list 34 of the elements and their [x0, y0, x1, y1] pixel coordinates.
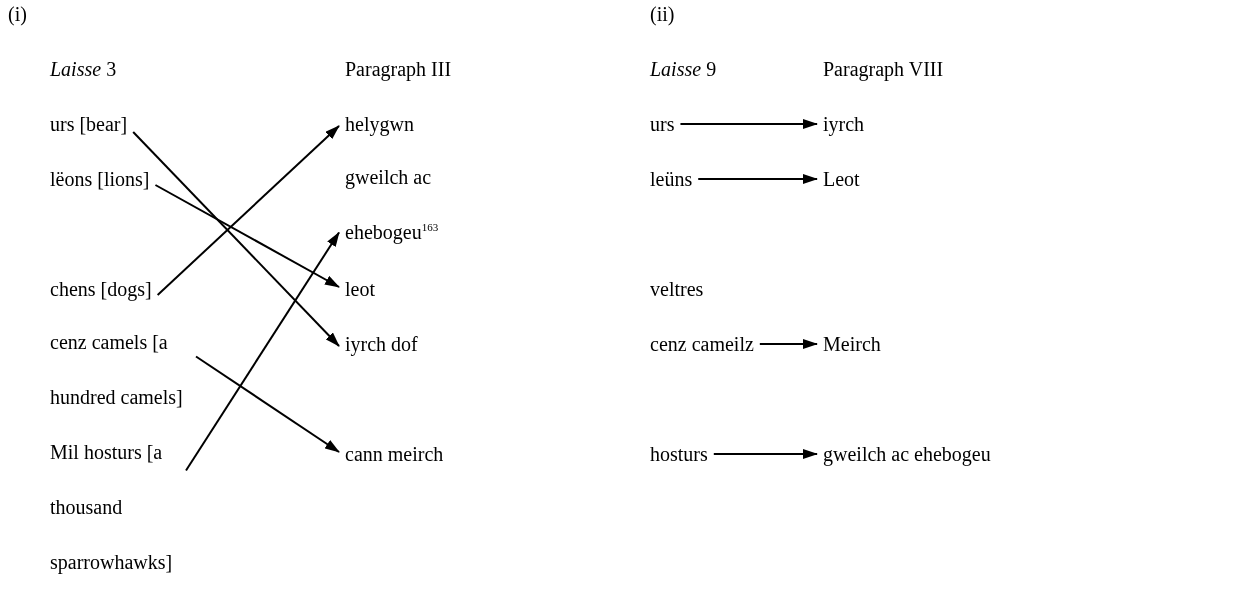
- word-entry: cenz cameilz: [650, 332, 754, 356]
- word-entry: leüns: [650, 167, 693, 191]
- word-entry: gweilch ac ehebogeu: [823, 442, 991, 466]
- arrow: [712, 449, 818, 459]
- word-entry: urs [bear]: [50, 112, 128, 136]
- word-entry: iyrch: [823, 112, 865, 136]
- word-entry: Mil hosturs [a thousand sparrowhawks]: [50, 425, 180, 590]
- arrow: [758, 339, 818, 349]
- column-heading: Laisse 3: [50, 57, 117, 81]
- word-entry: gweilch ac ehebogeu$^{163}$: [345, 150, 455, 260]
- arrow: [154, 184, 340, 288]
- panel-label: (i): [8, 2, 27, 26]
- word-entry: veltres: [650, 277, 704, 301]
- word-entry: Meirch: [823, 332, 881, 356]
- word-entry: helygwn: [345, 112, 414, 136]
- word-entry: leot: [345, 277, 375, 301]
- word-entry: urs: [650, 112, 675, 136]
- word-entry: Leot: [823, 167, 860, 191]
- arrow: [185, 231, 340, 472]
- panel-label: (ii): [650, 2, 675, 26]
- word-entry: chens [dogs]: [50, 277, 152, 301]
- arrow: [195, 355, 340, 453]
- arrow: [156, 125, 340, 296]
- arrow: [132, 131, 340, 347]
- word-entry: cenz camels [a hundred camels]: [50, 315, 190, 425]
- column-heading: Laisse 9: [650, 57, 717, 81]
- word-entry: lëons [lions]: [50, 167, 150, 191]
- word-entry: hosturs: [650, 442, 708, 466]
- word-entry: cann meirch: [345, 442, 444, 466]
- arrow: [697, 174, 818, 184]
- column-heading: Paragraph III: [345, 57, 452, 81]
- column-heading: Paragraph VIII: [823, 57, 944, 81]
- arrow: [679, 119, 818, 129]
- word-entry: iyrch dof: [345, 332, 418, 356]
